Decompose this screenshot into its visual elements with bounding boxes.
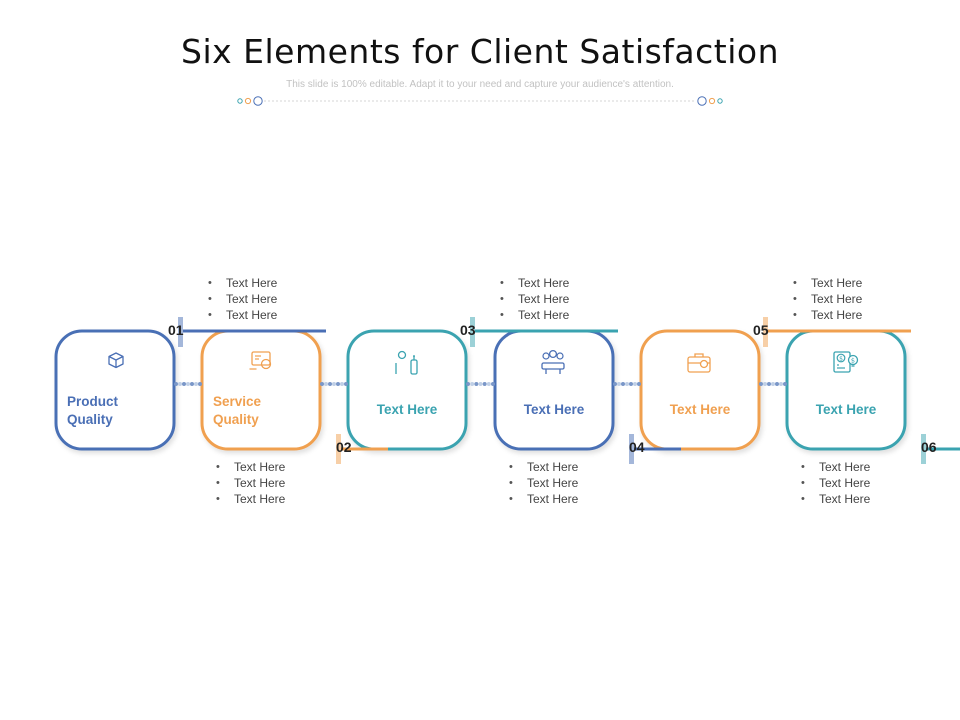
dollar-bulb-icon: $$ xyxy=(833,351,859,373)
bullet-item: Text Here xyxy=(208,307,277,323)
element-label-04: Text Here xyxy=(523,402,585,417)
connector-dot xyxy=(633,382,637,386)
number-tab-03 xyxy=(470,317,475,347)
step-number-05: 05 xyxy=(753,322,769,338)
page-title: Six Elements for Client Satisfaction xyxy=(181,32,779,71)
bullet-item: Text Here xyxy=(793,291,862,307)
bullet-item: Text Here xyxy=(801,459,870,475)
connector-dot xyxy=(466,382,470,386)
number-tab-05 xyxy=(763,317,768,347)
number-tab-04 xyxy=(629,434,634,464)
bullet-item: Text Here xyxy=(793,275,862,291)
connector-dot xyxy=(320,382,324,386)
connector-dot xyxy=(336,382,340,386)
step-number-06: 06 xyxy=(921,439,937,455)
connector-dot xyxy=(174,382,178,386)
team-meeting-icon xyxy=(541,349,565,374)
step-number-03: 03 xyxy=(460,322,476,338)
connector-dot xyxy=(474,382,479,386)
connector-dot xyxy=(771,382,775,386)
connector-dot xyxy=(613,382,617,386)
step-number-01: 01 xyxy=(168,322,184,338)
connector-dot xyxy=(759,382,763,386)
connector-dot xyxy=(340,382,344,386)
connector-dot xyxy=(775,382,779,386)
connector-dot xyxy=(763,382,767,386)
page-subtitle: This slide is 100% editable. Adapt it to… xyxy=(286,79,674,90)
connector-dot xyxy=(182,382,186,386)
element-label-06: Text Here xyxy=(815,402,877,417)
connector-dot xyxy=(344,382,348,386)
step-number-04: 04 xyxy=(629,439,645,455)
bullet-item: Text Here xyxy=(509,475,578,491)
bullet-item: Text Here xyxy=(801,491,870,507)
connector-dot xyxy=(486,382,491,386)
element-box-05 xyxy=(639,329,761,451)
element-label-01: Product Quality xyxy=(67,394,119,427)
connector-dot xyxy=(482,382,487,386)
bullet-item: Text Here xyxy=(500,275,569,291)
connector-dot xyxy=(779,382,783,386)
bullet-item: Text Here xyxy=(801,475,870,491)
connector-dot xyxy=(328,382,332,386)
connector-dot xyxy=(491,382,495,386)
connector-dot xyxy=(198,382,202,386)
bullet-item: Text Here xyxy=(216,491,285,507)
connector-dot xyxy=(324,382,328,386)
bullet-item: Text Here xyxy=(216,459,285,475)
connector-dot xyxy=(629,382,633,386)
number-tab-01 xyxy=(178,317,183,347)
bullet-item: Text Here xyxy=(208,275,277,291)
number-tab-02 xyxy=(336,434,341,464)
connector-dot xyxy=(186,382,190,386)
svg-text:$: $ xyxy=(839,355,843,362)
step-number-02: 02 xyxy=(336,439,352,455)
connector-dot xyxy=(625,382,629,386)
bullet-item: Text Here xyxy=(500,291,569,307)
bullet-item: Text Here xyxy=(216,475,285,491)
connector-dot xyxy=(194,382,198,386)
connector-dot xyxy=(617,382,621,386)
connector-dot xyxy=(478,382,483,386)
bullet-item: Text Here xyxy=(500,307,569,323)
element-box-03 xyxy=(346,329,468,451)
svg-text:$: $ xyxy=(851,356,855,364)
connector-dot xyxy=(190,382,194,386)
service-card-icon xyxy=(249,351,272,370)
bullet-item: Text Here xyxy=(793,307,862,323)
connector-dot xyxy=(621,382,625,386)
bullet-item: Text Here xyxy=(208,291,277,307)
briefcase-icon xyxy=(687,353,711,373)
connector-dot xyxy=(470,382,475,386)
connector-dot xyxy=(637,382,641,386)
connector-dot xyxy=(332,382,336,386)
connector-dot xyxy=(767,382,771,386)
bullet-item: Text Here xyxy=(509,459,578,475)
box-hands-icon xyxy=(108,352,124,369)
title-divider xyxy=(237,96,723,106)
element-label-05: Text Here xyxy=(669,402,731,417)
connector-dot xyxy=(178,382,182,386)
element-label-02: Service Quality xyxy=(213,394,262,427)
person-bottle-icon xyxy=(395,350,418,375)
bullet-item: Text Here xyxy=(509,491,578,507)
connector-dot xyxy=(783,382,787,386)
element-label-03: Text Here xyxy=(376,402,438,417)
number-tab-06 xyxy=(921,434,926,464)
element-box-01 xyxy=(54,329,176,451)
